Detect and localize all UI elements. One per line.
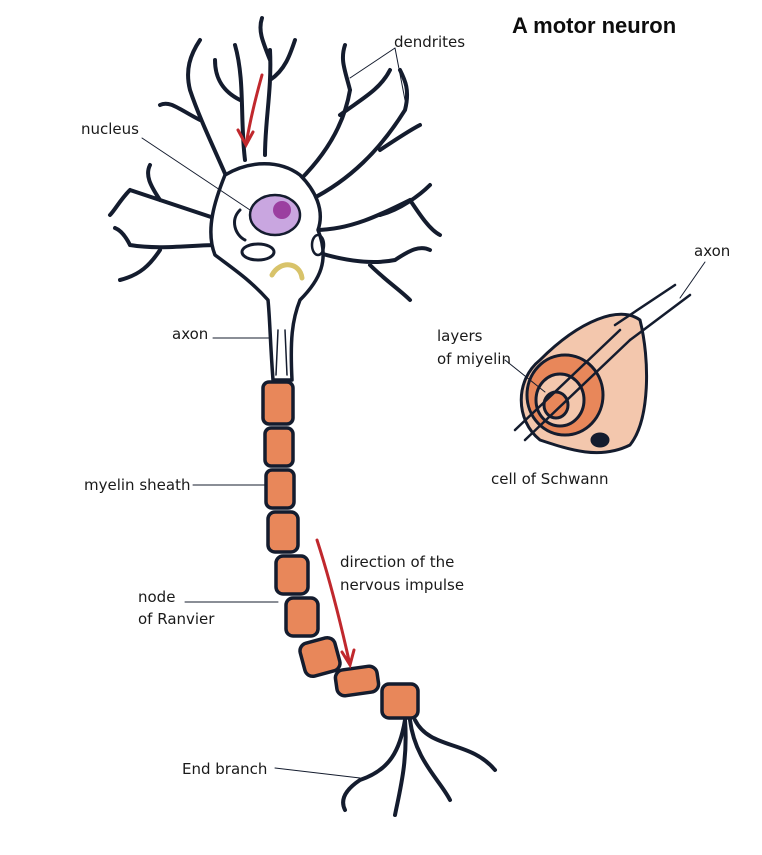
mitochondrion <box>240 242 276 262</box>
label-node-line1: node <box>138 588 176 606</box>
diagram-title: A motor neuron <box>512 13 677 38</box>
myelin-sheath-segments <box>261 380 420 720</box>
label-axon: axon <box>172 325 209 343</box>
label-end-branch: End branch <box>182 760 268 778</box>
mitochondrion <box>310 233 326 257</box>
dendrites <box>108 16 442 302</box>
label-layers-line2: of miyelin <box>437 350 511 368</box>
schwann-cell-inset <box>513 283 692 455</box>
leader-lines <box>141 47 706 779</box>
label-direction-line2: nervous impulse <box>340 576 465 594</box>
label-dendrites: dendrites <box>394 33 466 51</box>
golgi <box>269 262 305 281</box>
impulse-arrows <box>236 73 356 669</box>
axon-fibers <box>275 329 288 376</box>
label-direction-line1: direction of the <box>340 553 455 571</box>
nucleolus <box>273 201 291 219</box>
label-schwann: cell of Schwann <box>491 470 609 488</box>
er <box>233 208 247 242</box>
label-myelin-sheath: myelin sheath <box>84 476 191 494</box>
label-layers-line1: layers <box>437 327 483 345</box>
label-nucleus: nucleus <box>81 120 139 138</box>
label-axon-inset: axon <box>694 242 731 260</box>
end-branches <box>341 718 497 817</box>
label-node-line2: of Ranvier <box>138 610 215 628</box>
